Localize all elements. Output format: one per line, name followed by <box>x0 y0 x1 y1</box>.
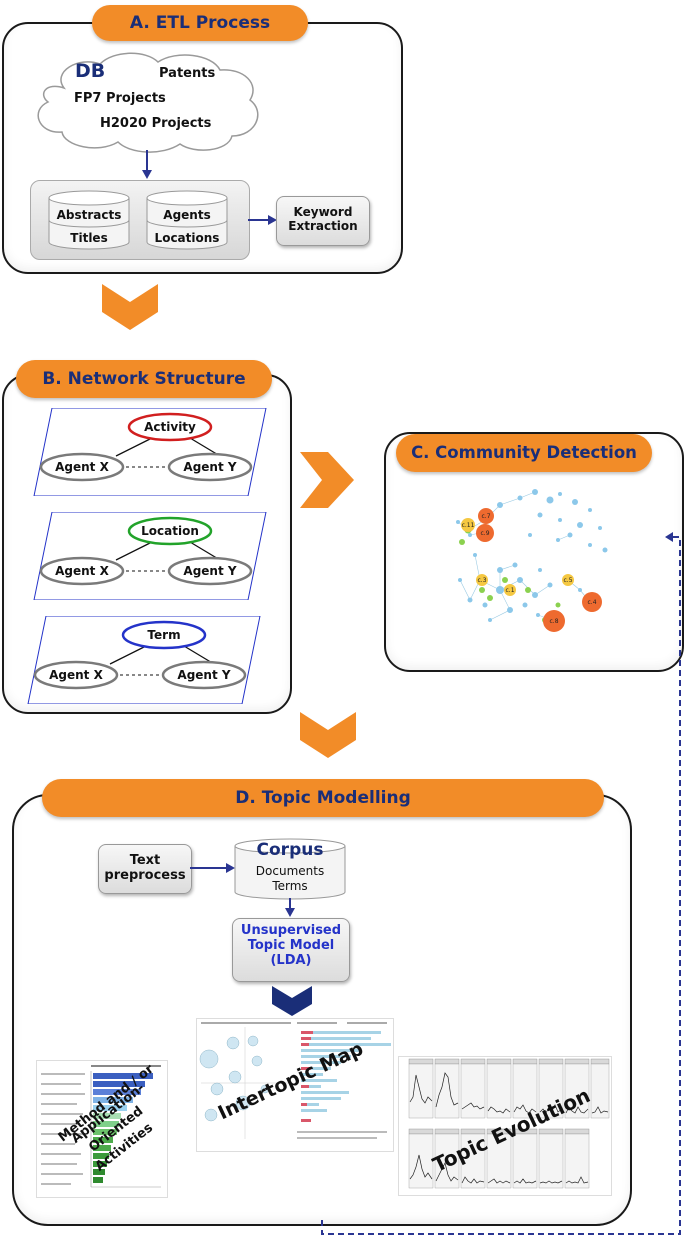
arrow-down-icon <box>142 150 152 179</box>
community-title-text: C. Community Detection <box>411 443 637 462</box>
db-cloud-icon <box>37 52 259 153</box>
arrow-right-icon <box>248 215 277 225</box>
etl-title: A. ETL Process <box>92 5 308 41</box>
graph-activity: Activity Agent X Agent Y <box>30 408 270 496</box>
community-label: c.1 <box>505 587 514 594</box>
lda-line2: Topic Model <box>247 938 335 953</box>
graph-diagram <box>27 616 261 704</box>
term-node: Term <box>147 628 181 642</box>
graph-diagram <box>33 408 267 496</box>
fp7-label: FP7 Projects <box>74 91 166 106</box>
lda-line3: (LDA) <box>270 953 312 968</box>
community-label: c.3 <box>477 577 486 584</box>
community-label: c.11 <box>462 522 475 529</box>
location-node: Location <box>141 524 199 538</box>
etl-title-text: A. ETL Process <box>129 13 271 33</box>
agent-x-node: Agent X <box>55 564 109 578</box>
text-preprocess-box: Text preprocess <box>98 844 192 894</box>
community-title: C. Community Detection <box>396 434 652 472</box>
community-label: c.8 <box>549 618 558 625</box>
keyword-line1: Keyword <box>293 205 353 219</box>
network-title-text: B. Network Structure <box>42 369 246 389</box>
agents-label: Agents <box>163 208 211 222</box>
activity-node: Activity <box>144 420 196 434</box>
graph-location: Location Agent X Agent Y <box>30 512 270 600</box>
agent-y-node: Agent Y <box>183 564 237 578</box>
topic-title: D. Topic Modelling <box>42 779 604 817</box>
abstracts-titles-cylinder: Abstracts Titles <box>48 190 130 250</box>
activities-barchart-thumbnail <box>36 1060 168 1198</box>
chevron-right-icon <box>300 452 354 508</box>
titles-label: Titles <box>70 231 108 245</box>
lda-line1: Unsupervised <box>240 923 342 938</box>
agent-x-node: Agent X <box>55 460 109 474</box>
barchart-mini <box>41 1065 161 1188</box>
abstracts-label: Abstracts <box>56 208 122 222</box>
topic-title-text: D. Topic Modelling <box>235 788 411 808</box>
corpus-documents: Documents <box>255 864 325 878</box>
graph-term: Term Agent X Agent Y <box>24 616 264 704</box>
h2020-label: H2020 Projects <box>100 116 212 131</box>
agents-locations-cylinder: Agents Locations <box>146 190 228 250</box>
agent-y-node: Agent Y <box>183 460 237 474</box>
db-label: DB <box>75 60 106 82</box>
arrow-down-icon <box>285 898 295 917</box>
agent-y-node: Agent Y <box>177 668 231 682</box>
graph-diagram <box>33 512 267 600</box>
lda-box: Unsupervised Topic Model (LDA) <box>232 918 350 982</box>
corpus-title: Corpus <box>256 840 324 860</box>
arrow-right-icon <box>190 863 235 873</box>
network-title: B. Network Structure <box>16 360 272 398</box>
cylinder-icon <box>146 190 228 250</box>
keyword-extraction-box: Keyword Extraction <box>276 196 370 246</box>
community-label: c.9 <box>480 530 489 537</box>
cylinder-icon <box>234 838 346 900</box>
cylinder-icon <box>48 190 130 250</box>
corpus-cylinder: Corpus Documents Terms <box>234 838 346 900</box>
community-label: c.5 <box>563 577 572 584</box>
text-line1: Text <box>129 853 161 868</box>
chevron-down-icon <box>102 284 158 330</box>
keyword-line2: Extraction <box>288 219 358 233</box>
locations-label: Locations <box>154 231 220 245</box>
patents-label: Patents <box>159 66 216 81</box>
community-network-graph: c.7 c.9 c.1 c.5 c.4 c.8 c.3 c.11 <box>456 489 608 632</box>
chevron-down-icon <box>300 712 356 758</box>
community-label: c.7 <box>481 513 490 520</box>
chevron-down-navy-icon <box>272 986 312 1016</box>
agent-x-node: Agent X <box>49 668 103 682</box>
corpus-terms: Terms <box>272 879 308 893</box>
text-line2: preprocess <box>104 868 186 883</box>
community-label: c.4 <box>587 599 596 606</box>
